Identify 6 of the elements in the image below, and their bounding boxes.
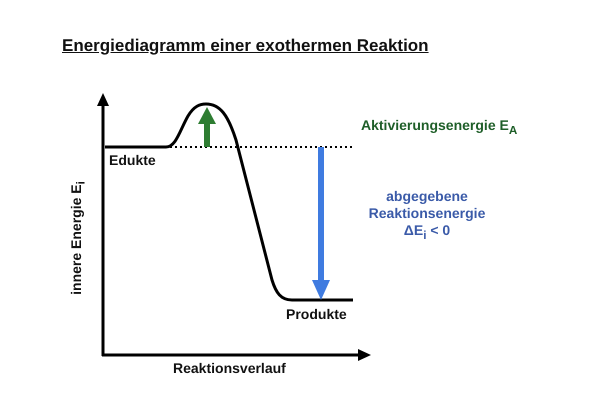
x-axis-label: Reaktionsverlauf (173, 360, 286, 376)
activation-energy-label: Aktivierungsenergie E$_{A}$ (361, 117, 518, 138)
reactants-label: Edukte (109, 152, 156, 168)
products-label: Produkte (286, 306, 347, 322)
diagram-title: Energiediagramm einer exothermen Reaktion (62, 36, 429, 56)
reaction-energy-label: abgegebene Reaktionsenergie ΔE$_{i}$ < 0 (368, 188, 486, 244)
